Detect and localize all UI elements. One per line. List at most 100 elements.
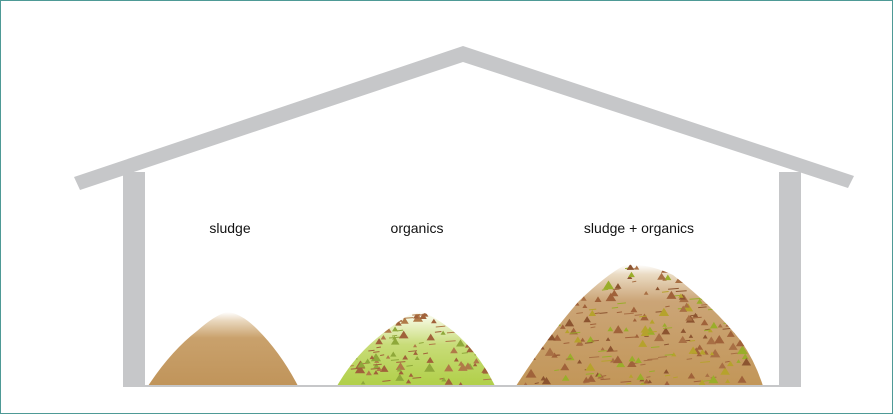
texture-chip [602,355,612,358]
texture-chip [413,344,418,348]
texture-chip [428,343,436,346]
texture-chip [639,315,647,318]
texture-chip [634,334,640,338]
texture-chip [717,323,723,328]
texture-chip [663,327,673,329]
texture-chip [736,345,748,355]
texture-chip [360,334,366,339]
texture-chip [544,347,556,356]
texture-chip [434,330,442,333]
texture-chip [580,296,587,301]
texture-chip [476,340,487,349]
texture-chip [650,346,660,349]
texture-chip [518,320,526,326]
texture-chip [616,360,626,368]
texture-chip [413,350,418,355]
texture-chip [395,373,405,381]
texture-chip [544,282,555,291]
texture-chip [345,327,354,334]
texture-chip [709,351,715,356]
texture-chip [585,362,596,371]
texture-chip [354,339,360,344]
texture-chip [687,372,696,379]
texture-chip [612,288,620,291]
texture-chip [529,353,536,359]
texture-chip [698,306,707,309]
texture-chip [382,322,388,325]
texture-chip [561,374,570,381]
texture-chip [661,290,669,293]
texture-chip [569,293,579,301]
texture-chip [517,351,528,360]
texture-chip [395,362,406,370]
sludge-plus-organics-pile [516,264,763,386]
texture-chip [395,320,402,326]
texture-chip [628,374,634,378]
right-wall [779,172,801,387]
texture-chip [693,380,702,383]
texture-chip [732,301,743,304]
texture-chip [473,334,479,340]
texture-chip [339,346,350,355]
texture-chip [430,318,437,324]
texture-chip [370,353,382,362]
left-wall [123,172,145,387]
texture-chip [661,266,670,273]
texture-chip [385,355,391,359]
texture-chip [543,278,551,284]
texture-chip [576,312,583,314]
texture-chip [711,305,720,308]
texture-chip [696,298,703,304]
texture-chip [525,326,534,333]
texture-chip [582,376,590,383]
texture-chip [438,311,443,315]
texture-chip [643,359,653,362]
texture-chip [743,281,750,287]
texture-chip [688,334,694,338]
texture-chip [577,276,587,285]
texture-chip [630,306,638,313]
texture-chip [526,331,532,333]
texture-chip [614,283,622,289]
texture-chip [356,320,367,323]
texture-chip [523,382,528,386]
texture-chip [745,339,751,343]
texture-chip [396,367,402,372]
texture-chip [737,375,747,383]
texture-chip [354,346,362,348]
texture-chip [542,278,552,286]
texture-chip [753,346,763,354]
texture-chip [474,350,486,353]
texture-chip [726,330,735,337]
texture-chip [426,356,434,363]
texture-chip [625,336,636,339]
texture-chip [338,334,347,342]
texture-chip [549,314,559,322]
texture-chip [553,354,559,357]
texture-chip [751,265,763,275]
texture-chip [722,306,733,315]
texture-chip [676,266,686,275]
texture-chip [424,363,435,372]
texture-chip [689,339,696,342]
texture-chip [384,326,392,333]
texture-chip [551,294,560,297]
texture-chip [626,264,635,270]
texture-chip [435,325,446,328]
texture-chip [418,342,424,344]
texture-chip [554,369,560,372]
texture-chip [678,293,684,298]
texture-chip [520,353,529,356]
texture-chip [566,288,577,291]
texture-chip [634,265,640,270]
texture-chip [352,340,362,349]
texture-chip [458,381,464,386]
texture-chip [551,290,560,293]
texture-chip [727,360,734,367]
texture-chip [574,336,582,343]
texture-chip [361,315,370,323]
texture-chip [640,363,646,366]
texture-chip [488,329,493,334]
texture-chip [665,305,670,308]
texture-chip [688,346,698,354]
